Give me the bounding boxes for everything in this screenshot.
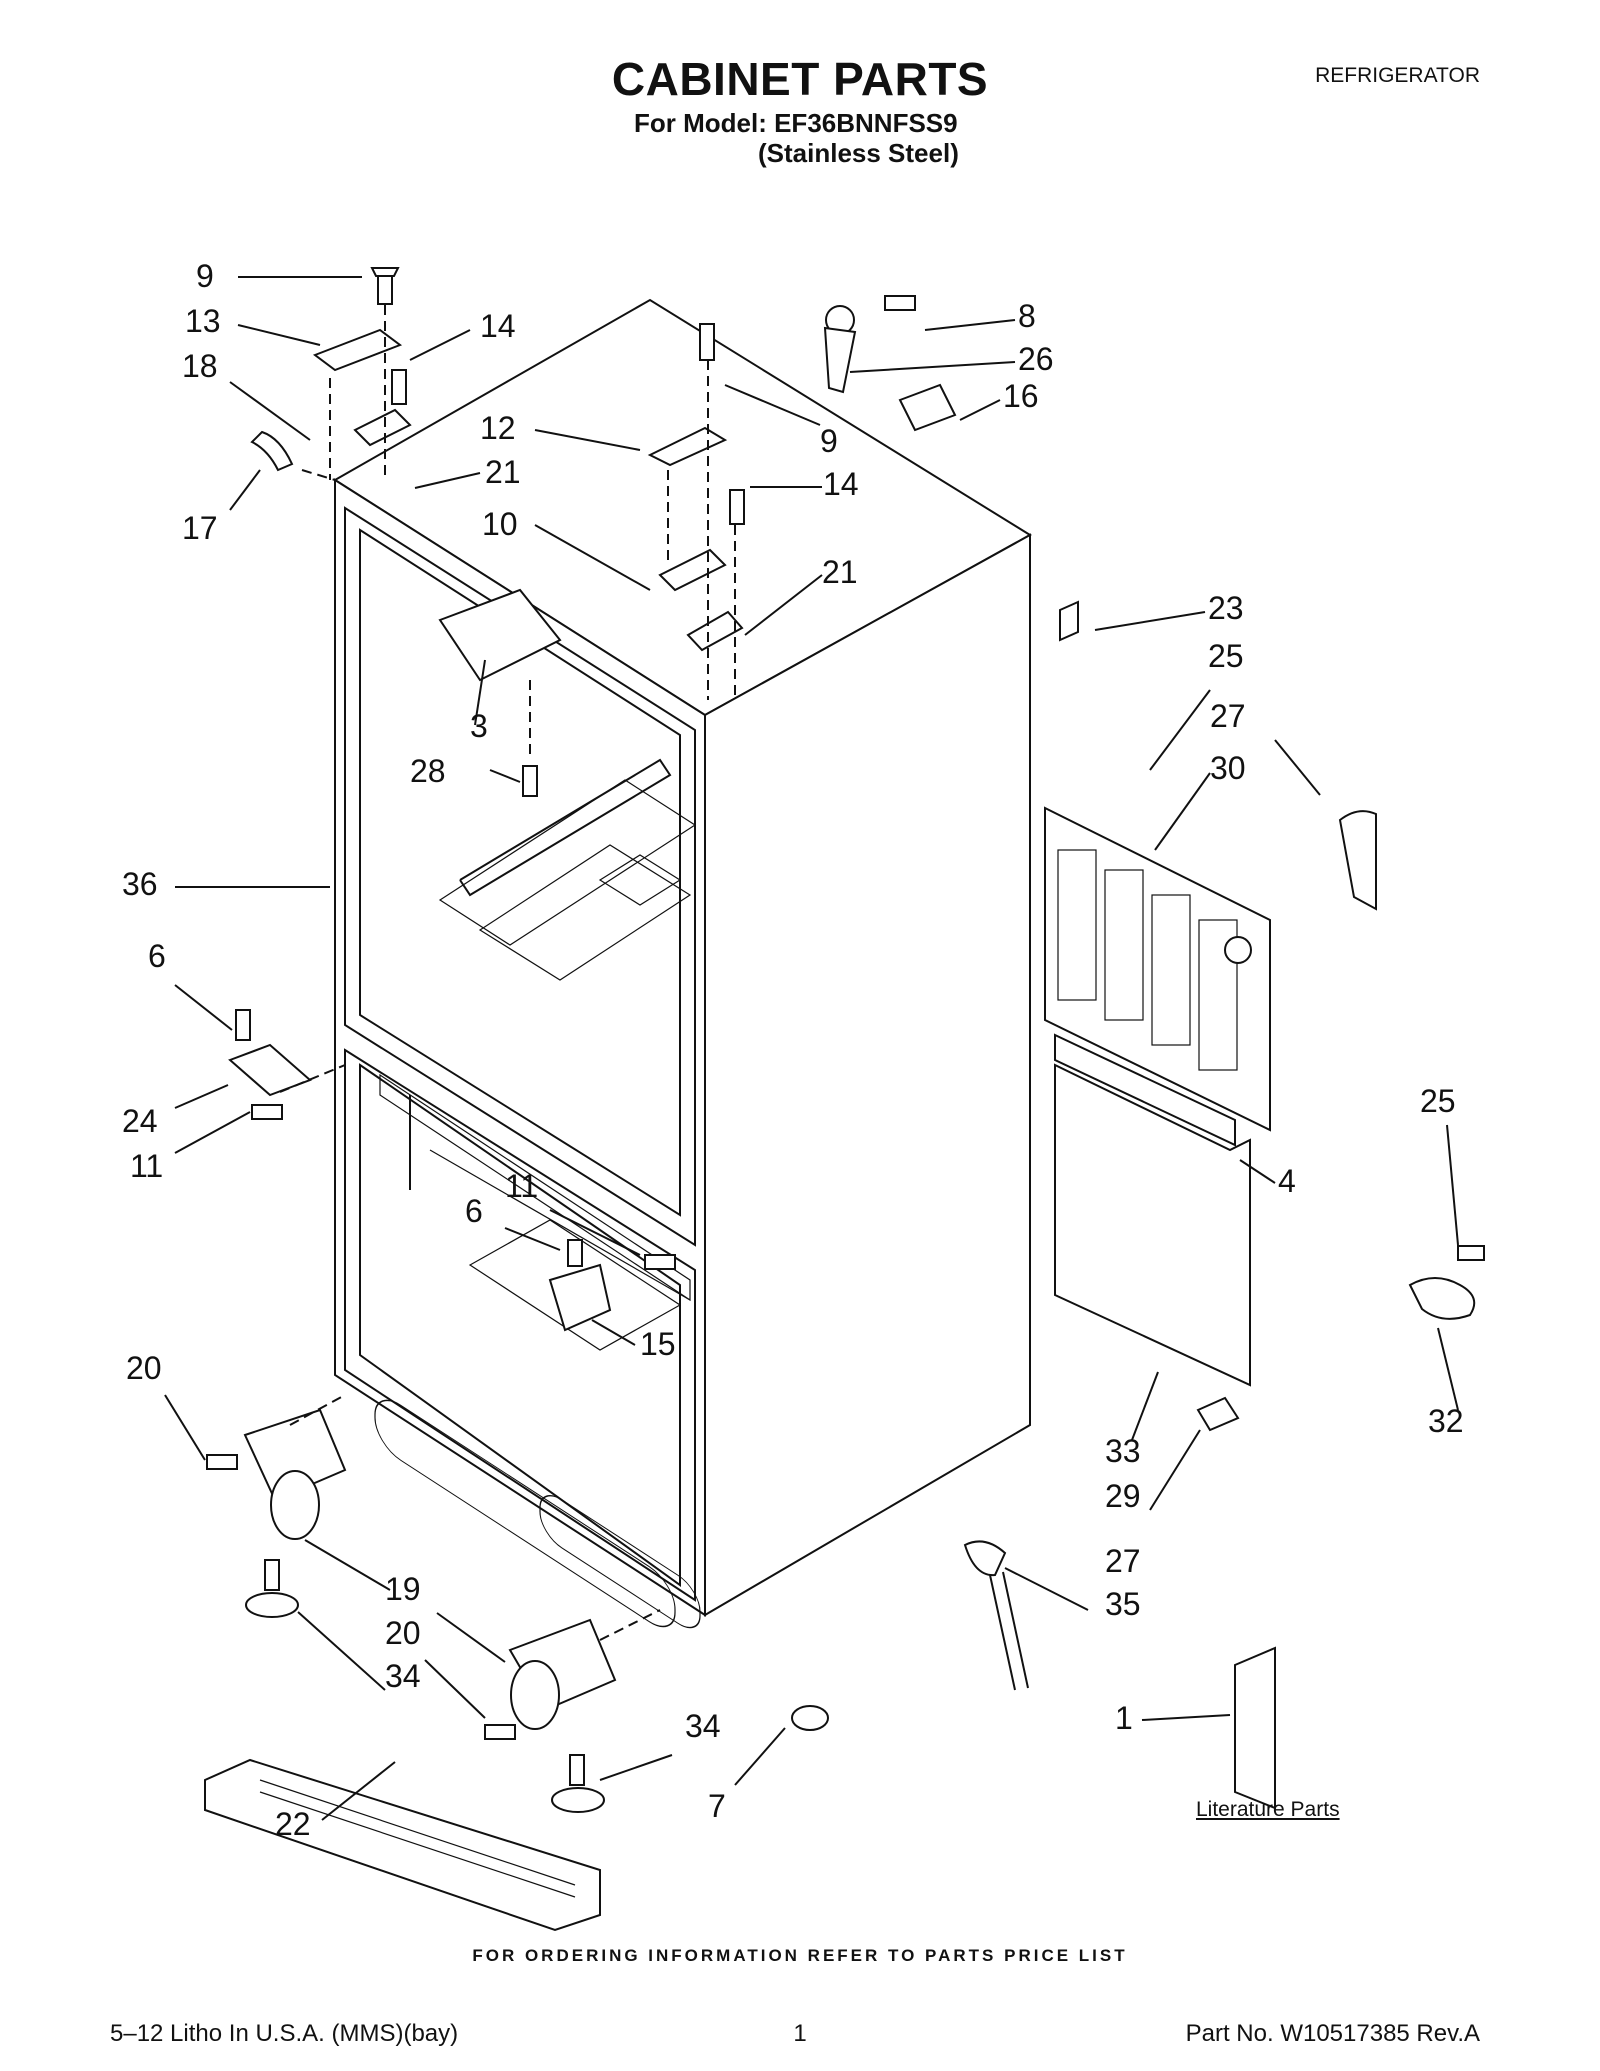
callout-28: 28 (410, 753, 446, 789)
ordering-note: FOR ORDERING INFORMATION REFER TO PARTS … (472, 1946, 1128, 1965)
callout-20b: 20 (385, 1615, 421, 1651)
callout-32: 32 (1428, 1403, 1464, 1439)
callout-25b: 25 (1420, 1083, 1456, 1119)
literature-parts-caption: Literature Parts (1196, 1798, 1340, 1821)
callout-12: 12 (480, 410, 516, 446)
callout-22: 22 (275, 1806, 311, 1842)
callout-4: 4 (1278, 1163, 1296, 1199)
callout-9: 9 (196, 258, 214, 294)
callout-1: 1 (1115, 1700, 1133, 1736)
appliance-category: REFRIGERATOR (1315, 64, 1480, 87)
callout-30: 30 (1210, 750, 1246, 786)
callout-17: 17 (182, 510, 218, 546)
callout-26: 26 (1018, 341, 1054, 377)
callout-33: 33 (1105, 1433, 1141, 1469)
interior-bracket (438, 588, 562, 797)
page-title: CABINET PARTS (611, 53, 989, 105)
right-clamp (1408, 1245, 1485, 1320)
print-info: 5–12 Litho In U.S.A. (MMS)(bay) (110, 2020, 459, 2047)
callout-6b: 6 (465, 1193, 483, 1229)
callout-16: 16 (1003, 378, 1039, 414)
callout-3: 3 (470, 708, 488, 744)
callout-20: 20 (126, 1350, 162, 1386)
callout-35: 35 (1105, 1586, 1141, 1622)
callout-27b: 27 (1105, 1543, 1141, 1579)
callout-15: 15 (640, 1326, 676, 1362)
callout-14b: 14 (823, 466, 859, 502)
callout-19: 19 (385, 1571, 421, 1607)
callout-7: 7 (708, 1788, 726, 1824)
callout-36: 36 (122, 866, 158, 902)
callout-34: 34 (385, 1658, 421, 1694)
part-number: Part No. W10517385 Rev.A (1185, 2020, 1480, 2047)
roller-leg-assemblies (204, 1394, 1276, 1932)
callout-9b: 9 (820, 423, 838, 459)
left-side-hardware (228, 1009, 676, 1332)
callout-8: 8 (1018, 298, 1036, 334)
callout-34b: 34 (685, 1708, 721, 1744)
callout-13: 13 (185, 303, 221, 339)
callout-11b: 11 (505, 1168, 539, 1204)
refrigerator-cabinet (333, 298, 1032, 1629)
upper-left-hinge-assembly (250, 267, 412, 481)
callout-27: 27 (1210, 698, 1246, 734)
callout-10: 10 (482, 506, 518, 542)
model-number: For Model: EF36BNNFSS9 (634, 108, 958, 138)
callout-11: 11 (130, 1148, 164, 1184)
upper-right-hinge-assembly (647, 295, 957, 700)
callout-leader-lines (164, 276, 1459, 1821)
callout-25: 25 (1208, 638, 1244, 674)
callout-21: 21 (485, 454, 521, 490)
page-number: 1 (793, 2020, 807, 2047)
callout-24: 24 (122, 1103, 158, 1139)
rear-access-panel (1044, 600, 1377, 1432)
callout-21b: 21 (822, 554, 858, 590)
callout-14: 14 (480, 308, 516, 344)
callout-18: 18 (182, 348, 218, 384)
model-finish: (Stainless Steel) (758, 138, 959, 168)
callout-29: 29 (1105, 1478, 1141, 1514)
callout-6: 6 (148, 938, 166, 974)
callout-23: 23 (1208, 590, 1244, 626)
